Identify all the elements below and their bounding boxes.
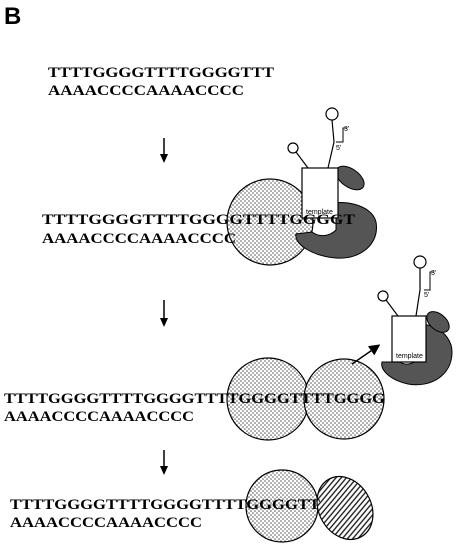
step-4-bottom-strand: AAAACCCCAAAACCCC [10,515,202,531]
telomerase-protein-lobe [426,311,450,333]
rna-stem-loop [413,255,427,269]
step-1-top-strand: TTTTGGGGTTTTGGGGTTT [48,65,274,81]
rna-stem-loop [287,142,299,154]
step-2-top-strand: TTTTGGGGTTTTGGGGTTTTGGGGT [42,212,355,228]
template-label: template [396,353,423,360]
telomerase-rna-template [301,167,339,219]
arrow-down-icon [160,300,168,327]
step-3-bottom-strand: AAAACCCCAAAACCCC [4,409,194,425]
three-prime-label: 3' [431,270,436,277]
step-2: template 3' 5' TTTTGGGGTTTTGGGGTTTTGGGGT… [42,107,377,266]
step-4: TTTTGGGGTTTTGGGGTTTTGGGGTT AAAACCCCAAAAC… [10,469,374,543]
telomerase-protein [295,202,377,259]
panel-label: B [4,3,21,30]
step-3-top-strand: TTTTGGGGTTTTGGGGTTTTGGGGTTTTGGGG [4,391,385,407]
step-1-bottom-strand: AAAACCCCAAAACCCC [48,83,244,99]
step-3: template 3' 5' TTTTGGGGTTTTGGGGTTTTGGGGT… [4,255,453,441]
step-1: TTTTGGGGTTTTGGGGTTT AAAACCCCAAAACCCC [48,65,274,99]
arrow-down-icon [160,450,168,475]
arrow-down-icon [160,138,168,163]
five-prime-label: 5' [424,292,429,299]
binding-protein-sphere [226,178,314,266]
template-label: template [306,209,333,216]
released-telomerase-protein [381,323,453,386]
telomerase-rna-template [391,315,427,363]
binding-protein-sphere [303,358,385,440]
step-4-top-strand: TTTTGGGGTTTTGGGGTTTTGGGGTT [10,497,320,513]
capping-protein [316,476,374,540]
release-arrow-icon [351,344,381,365]
rna-stem-loop [325,107,339,121]
five-prime-label: 5' [336,145,341,152]
rna-stem-loop [377,290,389,302]
three-prime-label: 3' [344,126,349,133]
step-2-bottom-strand: AAAACCCCAAAACCCC [42,231,236,247]
